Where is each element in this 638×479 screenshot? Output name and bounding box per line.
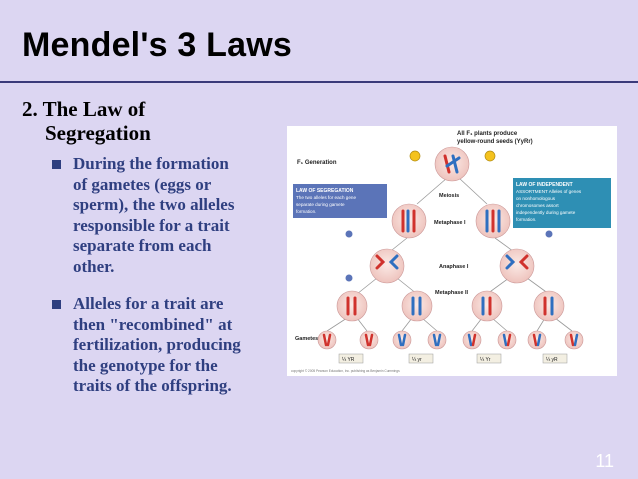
gamete-cell (527, 330, 547, 350)
figure-copyright: copyright © 2005 Pearson Education, Inc.… (291, 369, 400, 373)
slide-title: Mendel's 3 Laws (22, 26, 292, 64)
subheading-line-2: Segregation (45, 121, 151, 145)
page-number: 11 (595, 451, 614, 471)
bullet-line: other. (73, 256, 115, 276)
metaphase-ii-cell (533, 290, 565, 322)
title-divider (0, 81, 638, 83)
bullet-line: traits of the offspring. (73, 376, 232, 395)
stage-label-metaphase-i: Metaphase I (434, 220, 466, 226)
stage-label-anaphase-i: Anaphase I (439, 264, 469, 270)
gamete-cell (564, 330, 584, 350)
bullet-line: fertilization, producing (73, 335, 241, 354)
figure-caption-2: yellow-round seeds (YyRr) (457, 139, 533, 145)
step-marker-icon (345, 230, 353, 238)
law-of-segregation-box (293, 184, 387, 218)
bullet-line: During the formation (73, 154, 229, 173)
gamete-fraction-1: ¼ YR (342, 357, 355, 363)
bullet-line: of gametes (eggs or (73, 174, 212, 194)
svg-text:formation.: formation. (296, 209, 316, 214)
svg-text:independently during gamete: independently during gamete (516, 210, 576, 215)
bullet-line: responsible for a trait (73, 215, 230, 235)
anaphase-i-cell (369, 248, 405, 284)
step-marker-icon (345, 274, 353, 282)
subheading-line-1: 2. The Law of (22, 97, 146, 121)
metaphase-ii-cell (471, 290, 503, 322)
meiosis-figure: All F₁ plants produce yellow-round seeds… (287, 126, 617, 376)
stage-label-meiosis: Meiosis (439, 193, 459, 199)
bullet-text-1: During the formation of gametes (eggs or… (73, 154, 288, 277)
gametes-label: Gametes (295, 336, 318, 342)
bullet-line: the genotype for the (73, 355, 218, 375)
svg-text:chromosomes assort: chromosomes assort (516, 203, 559, 208)
gamete-cell (359, 330, 379, 350)
gamete-fraction-4: ¼ yR (546, 357, 558, 363)
bullet-marker-2 (52, 300, 61, 309)
svg-text:LAW OF INDEPENDENT: LAW OF INDEPENDENT (516, 182, 573, 188)
bullet-line: separate from each (73, 236, 212, 255)
svg-text:The two alleles for each gene: The two alleles for each gene (296, 195, 356, 200)
bullet-marker-1 (52, 160, 61, 169)
svg-text:formation.: formation. (516, 217, 536, 222)
svg-text:ASSORTMENT Alleles of genes: ASSORTMENT Alleles of genes (516, 189, 582, 194)
svg-text:separate during gamete: separate during gamete (296, 202, 345, 207)
law-of-independent-assortment-box (513, 178, 611, 228)
gamete-cell (497, 330, 517, 350)
stage-label-metaphase-ii: Metaphase II (435, 290, 468, 296)
gamete-fraction-2: ¼ yr (412, 357, 422, 363)
bullet-line: sperm), the two alleles (73, 195, 235, 214)
gamete-cell (462, 330, 482, 350)
generation-label: F₁ Generation (297, 160, 337, 166)
gamete-fraction-3: ¼ Yr (480, 357, 491, 363)
bullet-line: Alleles for a trait are (73, 294, 224, 313)
svg-text:LAW OF SEGREGATION: LAW OF SEGREGATION (296, 188, 354, 194)
svg-text:on nonhomologous: on nonhomologous (516, 196, 556, 201)
gamete-cell (317, 330, 337, 350)
step-marker-icon (545, 230, 553, 238)
metaphase-ii-cell (336, 290, 368, 322)
anaphase-i-cell (499, 248, 535, 284)
bullet-text-2: Alleles for a trait are then "recombined… (73, 294, 288, 397)
figure-caption-1: All F₁ plants produce (457, 131, 518, 137)
yellow-seed-icon (409, 150, 421, 162)
bullet-line: then "recombined" at (73, 314, 233, 334)
gamete-cell (392, 330, 412, 350)
yellow-seed-icon (484, 150, 496, 162)
gamete-cell (427, 330, 447, 350)
metaphase-ii-cell (401, 290, 433, 322)
